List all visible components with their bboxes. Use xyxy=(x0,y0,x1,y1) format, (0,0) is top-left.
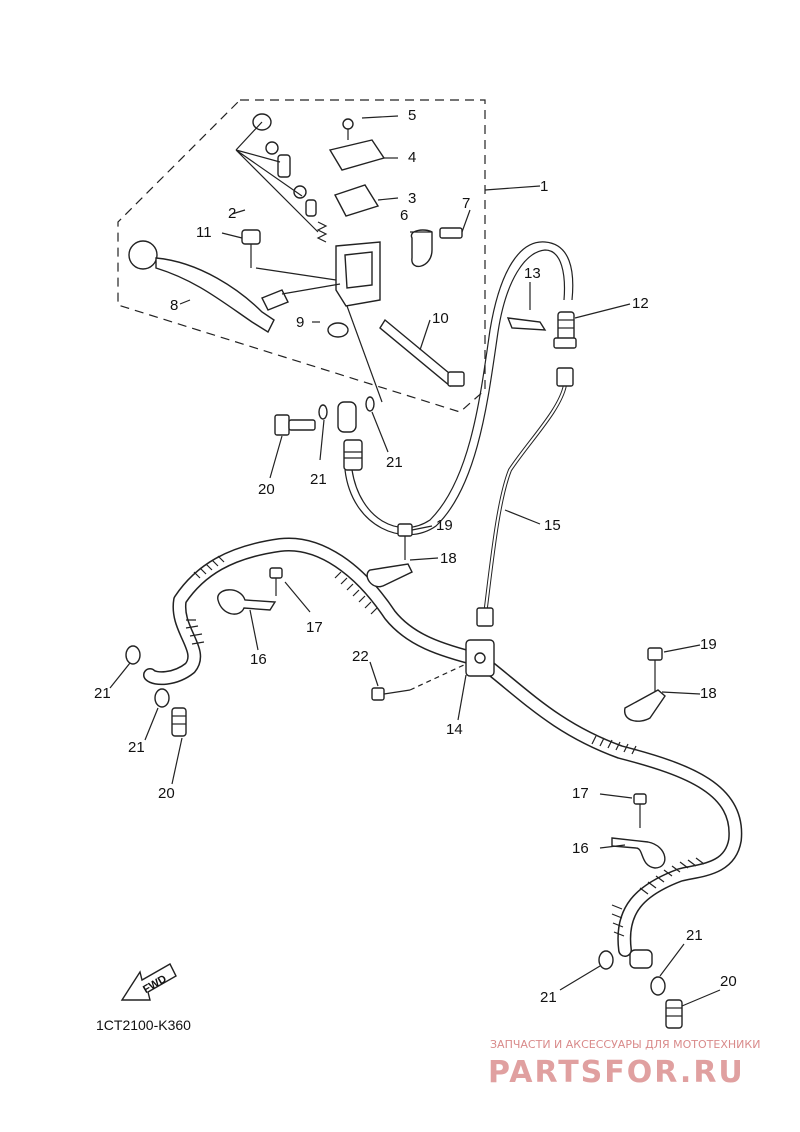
callout-19-upper: 19 xyxy=(436,517,453,534)
callout-13: 13 xyxy=(524,265,541,282)
guide-18-lower xyxy=(624,689,666,722)
lower-brake-hose-left xyxy=(143,537,487,686)
callout-21-d: 21 xyxy=(128,739,145,756)
callout-7: 7 xyxy=(462,195,470,212)
callout-21-f: 21 xyxy=(686,927,703,944)
callout-18-lower: 18 xyxy=(700,685,717,702)
lower-brake-hose-right xyxy=(483,661,743,957)
washer-21-f xyxy=(650,976,666,996)
master-cylinder-body xyxy=(335,241,381,307)
bolt-22 xyxy=(371,663,467,701)
diaphragm-3 xyxy=(333,184,380,217)
callout-17-upper: 17 xyxy=(306,619,323,636)
bolt-19-upper xyxy=(397,523,413,560)
washer-21-a xyxy=(318,404,328,420)
callout-17-lower: 17 xyxy=(572,785,589,802)
watermark-brand: PARTSFOR.RU xyxy=(488,1055,745,1090)
banjo-bolt-20-left xyxy=(171,707,187,737)
callout-8: 8 xyxy=(170,297,178,314)
bolt-17-upper xyxy=(269,567,283,596)
callout-11: 11 xyxy=(196,224,212,241)
callout-20-right: 20 xyxy=(720,973,737,990)
bolt-7 xyxy=(439,227,463,239)
clamp-16-lower xyxy=(611,837,666,869)
guide-18-upper xyxy=(366,563,413,588)
fwd-arrow-icon: FWD xyxy=(120,963,177,1001)
fwd-label: FWD xyxy=(141,973,169,996)
callout-18-upper: 18 xyxy=(440,550,457,567)
banjo-bolt-20-top xyxy=(274,414,316,436)
washer-21-b xyxy=(365,396,375,412)
callout-15: 15 xyxy=(544,517,561,534)
callout-10: 10 xyxy=(432,310,449,327)
bolt-17-lower xyxy=(633,793,647,828)
nut-9 xyxy=(327,322,349,338)
callout-16-lower: 16 xyxy=(572,840,589,857)
screw-5 xyxy=(342,118,354,140)
holder-6 xyxy=(410,229,433,268)
bolt-19-lower xyxy=(647,647,663,692)
callout-9: 9 xyxy=(296,314,304,331)
switch-10 xyxy=(379,318,465,388)
callout-14: 14 xyxy=(446,721,463,738)
hose-joint-12 xyxy=(553,311,577,349)
callout-22: 22 xyxy=(352,648,369,665)
clip-13 xyxy=(506,317,547,331)
washer-21-d xyxy=(154,688,170,708)
banjo-eye-top xyxy=(337,401,357,433)
banjo-eye-right xyxy=(629,949,653,969)
callout-labels: 1 2 3 4 5 6 7 8 9 10 11 12 13 14 15 16 1… xyxy=(94,107,737,1006)
callout-21-e: 21 xyxy=(540,989,557,1006)
leader-lines xyxy=(109,115,721,1007)
washer-21-c xyxy=(125,645,141,665)
callout-21-c: 21 xyxy=(94,685,111,702)
callout-1: 1 xyxy=(540,178,548,195)
assembly-boundary xyxy=(117,99,486,413)
hose-joint-14 xyxy=(465,639,495,677)
lever-8 xyxy=(128,240,289,334)
diagram-code: 1CT2100-K360 xyxy=(96,1017,191,1033)
callout-5: 5 xyxy=(408,107,416,124)
brake-pipe-15 xyxy=(476,367,574,627)
callout-6: 6 xyxy=(400,207,408,224)
callout-12: 12 xyxy=(632,295,649,312)
watermark: ЗАПЧАСТИ И АКСЕССУАРЫ ДЛЯ МОТОТЕХНИКИ PA… xyxy=(488,1038,760,1090)
watermark-caption: ЗАПЧАСТИ И АКСЕССУАРЫ ДЛЯ МОТОТЕХНИКИ xyxy=(490,1038,760,1051)
callout-2: 2 xyxy=(228,205,236,222)
callout-16-upper: 16 xyxy=(250,651,267,668)
banjo-bolt-20-right xyxy=(665,999,683,1029)
callout-3: 3 xyxy=(408,190,416,207)
callout-4: 4 xyxy=(408,149,416,166)
callout-19-lower: 19 xyxy=(700,636,717,653)
callout-20-top: 20 xyxy=(258,481,275,498)
hose-sleeves xyxy=(185,555,705,937)
bolt-11 xyxy=(241,229,261,268)
washer-21-e xyxy=(598,950,614,970)
callout-21-a: 21 xyxy=(310,471,327,488)
hose-fitting-top xyxy=(343,439,363,471)
callout-21-b: 21 xyxy=(386,454,403,471)
reservoir-cap-4 xyxy=(328,139,386,171)
callout-20-left: 20 xyxy=(158,785,175,802)
clamp-16-upper xyxy=(217,589,277,615)
